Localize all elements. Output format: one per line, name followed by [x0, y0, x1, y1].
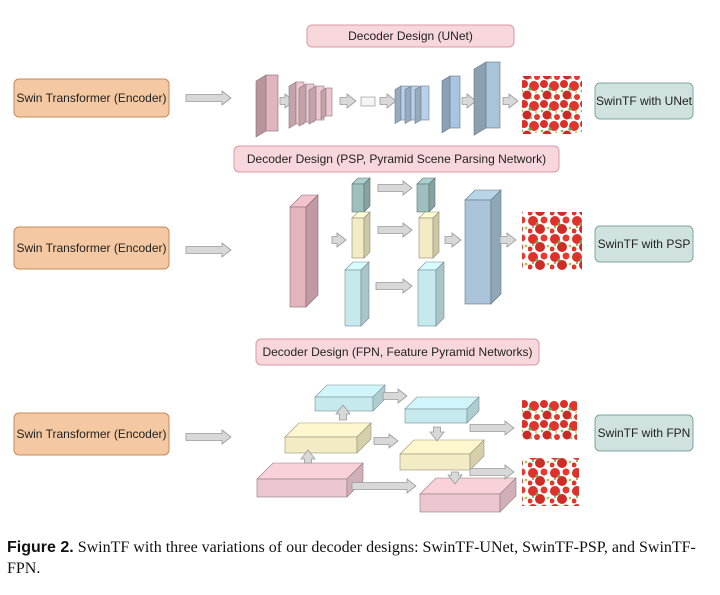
psp-branch-1 [351, 177, 371, 213]
arrow-icon [339, 93, 357, 109]
arrow-icon [469, 464, 515, 480]
encoder-box-unet: Swin Transformer (Encoder) [13, 78, 170, 118]
fpn-output-mid [399, 439, 485, 471]
encoder-box-fpn-label: Swin Transformer (Encoder) [16, 427, 166, 441]
arrow-icon [444, 232, 462, 248]
feature-map-block [320, 87, 333, 120]
feature-map-block [441, 75, 461, 134]
arrow-icon [300, 449, 316, 464]
output-psp-label: SwinTF with PSP [598, 237, 691, 251]
feature-map-block [414, 85, 430, 125]
fpn-segmentation-output-2 [522, 458, 579, 506]
output-unet: SwinTF with UNet [594, 82, 694, 120]
fpn-segmentation-output-1 [522, 400, 577, 440]
arrow-icon [469, 420, 515, 436]
fpn-output-top [404, 396, 480, 424]
arrow-icon [447, 471, 463, 485]
decoder-diagram: Decoder Design (UNet) Swin Transformer (E… [13, 24, 694, 513]
arrow-icon [185, 429, 232, 445]
feature-map-block [473, 61, 501, 136]
psp-branch-3 [344, 261, 370, 327]
header-psp-label: Decoder Design (PSP, Pyramid Scene Parsi… [247, 152, 546, 166]
psp-encoder-block [289, 194, 319, 308]
arrow-icon [185, 242, 232, 258]
encoder-box-fpn: Swin Transformer (Encoder) [13, 412, 170, 456]
output-unet-label: SwinTF with UNet [596, 94, 693, 108]
psp-fused-block [464, 189, 502, 305]
psp-upsampled-2 [418, 211, 440, 259]
arrow-icon [502, 93, 519, 109]
encoder-box-psp: Swin Transformer (Encoder) [13, 226, 170, 270]
fpn-output-bottom [419, 477, 517, 513]
arrow-icon [382, 388, 408, 404]
arrow-icon [185, 90, 232, 106]
arrow-icon [373, 433, 399, 449]
caption-text: SwinTF with three variations of our deco… [7, 539, 696, 577]
encoder-box-unet-label: Swin Transformer (Encoder) [16, 91, 166, 105]
header-fpn: Decoder Design (FPN, Feature Pyramid Net… [255, 338, 540, 366]
output-psp: SwinTF with PSP [594, 225, 694, 263]
arrow-icon [377, 222, 413, 238]
encoder-box-psp-label: Swin Transformer (Encoder) [16, 241, 166, 255]
arrow-icon [375, 278, 413, 294]
unet-segmentation-output [522, 76, 582, 134]
header-psp: Decoder Design (PSP, Pyramid Scene Parsi… [233, 145, 560, 173]
fpn-top-level [314, 384, 386, 412]
arrow-icon [499, 232, 517, 248]
caption-label: Figure 2. [7, 539, 74, 556]
header-fpn-label: Decoder Design (FPN, Feature Pyramid Net… [262, 345, 532, 359]
unet-bottleneck [360, 96, 376, 107]
arrow-icon [351, 478, 417, 494]
fpn-bottom-level [256, 462, 364, 498]
header-unet-label: Decoder Design (UNet) [348, 29, 473, 43]
arrow-icon [429, 426, 445, 442]
psp-branch-2 [351, 211, 371, 259]
arrow-icon [379, 93, 397, 109]
arrow-icon [461, 93, 477, 109]
figure-caption: Figure 2. SwinTF with three variations o… [7, 537, 713, 579]
arrow-icon [377, 180, 413, 196]
header-unet: Decoder Design (UNet) [306, 24, 515, 48]
arrow-icon [331, 232, 347, 248]
unet-encoder-block [255, 74, 279, 138]
psp-upsampled-1 [416, 177, 436, 213]
output-fpn-label: SwinTF with FPN [598, 426, 691, 440]
output-fpn: SwinTF with FPN [594, 414, 694, 452]
psp-upsampled-3 [417, 261, 445, 327]
fpn-mid-level [284, 422, 372, 454]
arrow-icon [335, 404, 351, 421]
psp-segmentation-output [522, 212, 582, 270]
